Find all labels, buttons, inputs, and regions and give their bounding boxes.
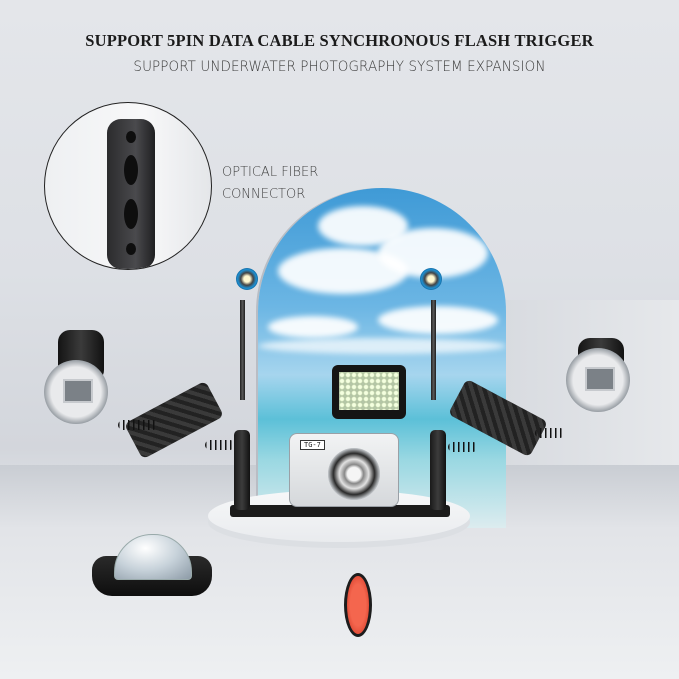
sky-arch-backdrop — [258, 188, 506, 528]
red-color-filter — [344, 573, 372, 637]
wide-angle-dome-port — [92, 534, 212, 596]
strobe-left — [44, 360, 108, 424]
led-video-light — [332, 365, 406, 419]
underwater-camera-housing: TG-7 — [289, 433, 399, 507]
left-arm-rod — [240, 300, 245, 400]
camera-lens-icon — [328, 448, 380, 500]
subheadline: SUPPORT UNDERWATER PHOTOGRAPHY SYSTEM EX… — [133, 59, 546, 75]
led-array-icon — [339, 372, 399, 410]
strobe-left-display-icon — [63, 379, 93, 403]
inset-label-line1: OPTICAL FIBER — [222, 165, 319, 180]
right-arm-rod — [431, 300, 436, 400]
inset-label-line2: CONNECTOR — [222, 187, 306, 202]
inset-label: OPTICAL FIBER CONNECTOR — [222, 162, 318, 206]
focus-torch-left-icon — [236, 268, 258, 290]
headline: SUPPORT 5PIN DATA CABLE SYNCHRONOUS FLAS… — [85, 31, 594, 50]
left-handle-grip — [234, 430, 250, 510]
focus-torch-right-icon — [420, 268, 442, 290]
sync-cable-right — [448, 442, 478, 452]
sync-cable-right-2 — [535, 428, 565, 438]
optical-fiber-connector-inset — [44, 102, 212, 270]
camera-model-tag: TG-7 — [300, 440, 325, 450]
optical-fiber-port-icon — [107, 119, 155, 269]
strobe-right-display-icon — [585, 367, 615, 391]
sync-cable-left — [118, 420, 158, 430]
right-handle-grip — [430, 430, 446, 510]
strobe-right — [566, 348, 630, 412]
sync-cable-left-2 — [205, 440, 235, 450]
dual-handle-tray — [230, 505, 450, 517]
